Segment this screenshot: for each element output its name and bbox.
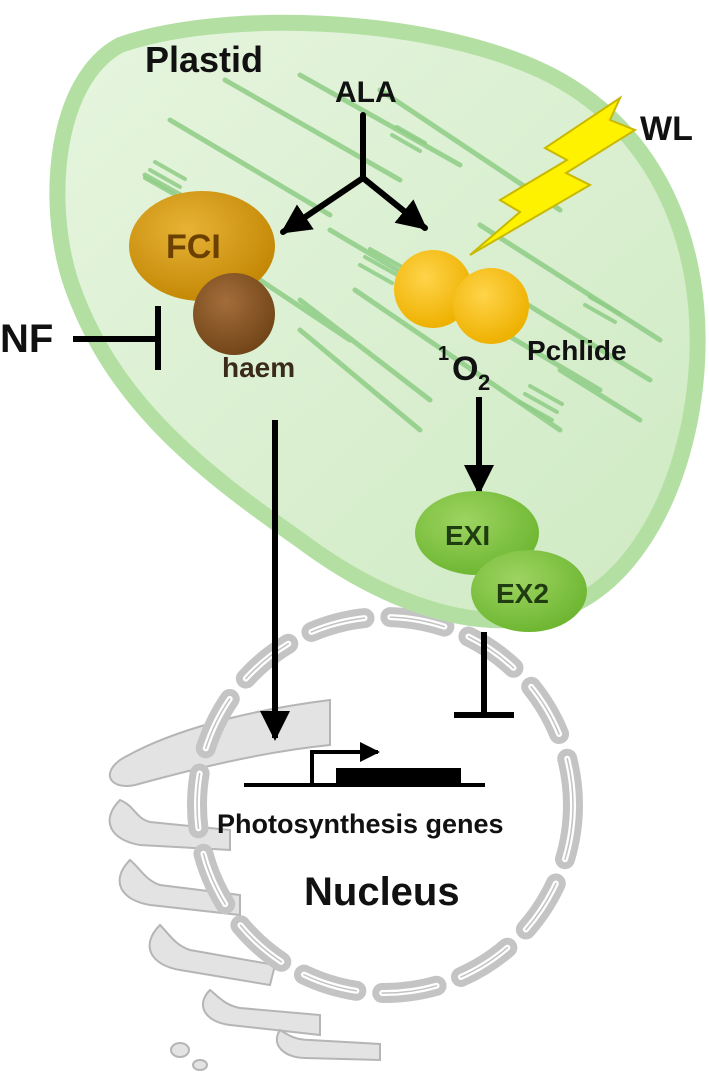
plastid-label: Plastid (145, 39, 263, 80)
ex2-protein (471, 550, 587, 632)
lightning-bolt-icon (469, 95, 638, 256)
haem-molecule (193, 273, 275, 355)
singlet-oxygen-subscript: 2 (478, 370, 490, 395)
nf-inhibition-bar (73, 306, 161, 370)
singlet-oxygen-label: 1 O 2 (438, 330, 490, 395)
nuclear-envelope (187, 607, 583, 1003)
ala-label: ALA (335, 76, 397, 109)
pchlide-label: Pchlide (527, 335, 627, 366)
photosynthesis-genes-label: Photosynthesis genes (217, 809, 504, 839)
grana-stacks (143, 125, 622, 422)
nucleus-label: Nucleus (304, 870, 460, 914)
wl-label: WL (640, 110, 693, 148)
ala-branch-arrows (280, 112, 428, 235)
pchlide-molecule-1 (394, 250, 472, 328)
nf-label: NF (0, 317, 53, 361)
photosynthesis-gene (244, 742, 485, 787)
haem-label: haem (222, 352, 295, 383)
ex2-label: EX2 (496, 578, 549, 609)
pchlide-molecule-2 (453, 268, 529, 344)
gene-coding-region (336, 768, 461, 785)
singlet-oxygen-superscript: 1 (438, 343, 449, 365)
ex-inhibition-bar (454, 632, 514, 718)
bent-arrow-icon (310, 742, 380, 785)
fc1-label: FCI (166, 228, 221, 266)
ex1-label: EXI (445, 520, 490, 551)
singlet-oxygen-symbol: O (452, 350, 478, 388)
